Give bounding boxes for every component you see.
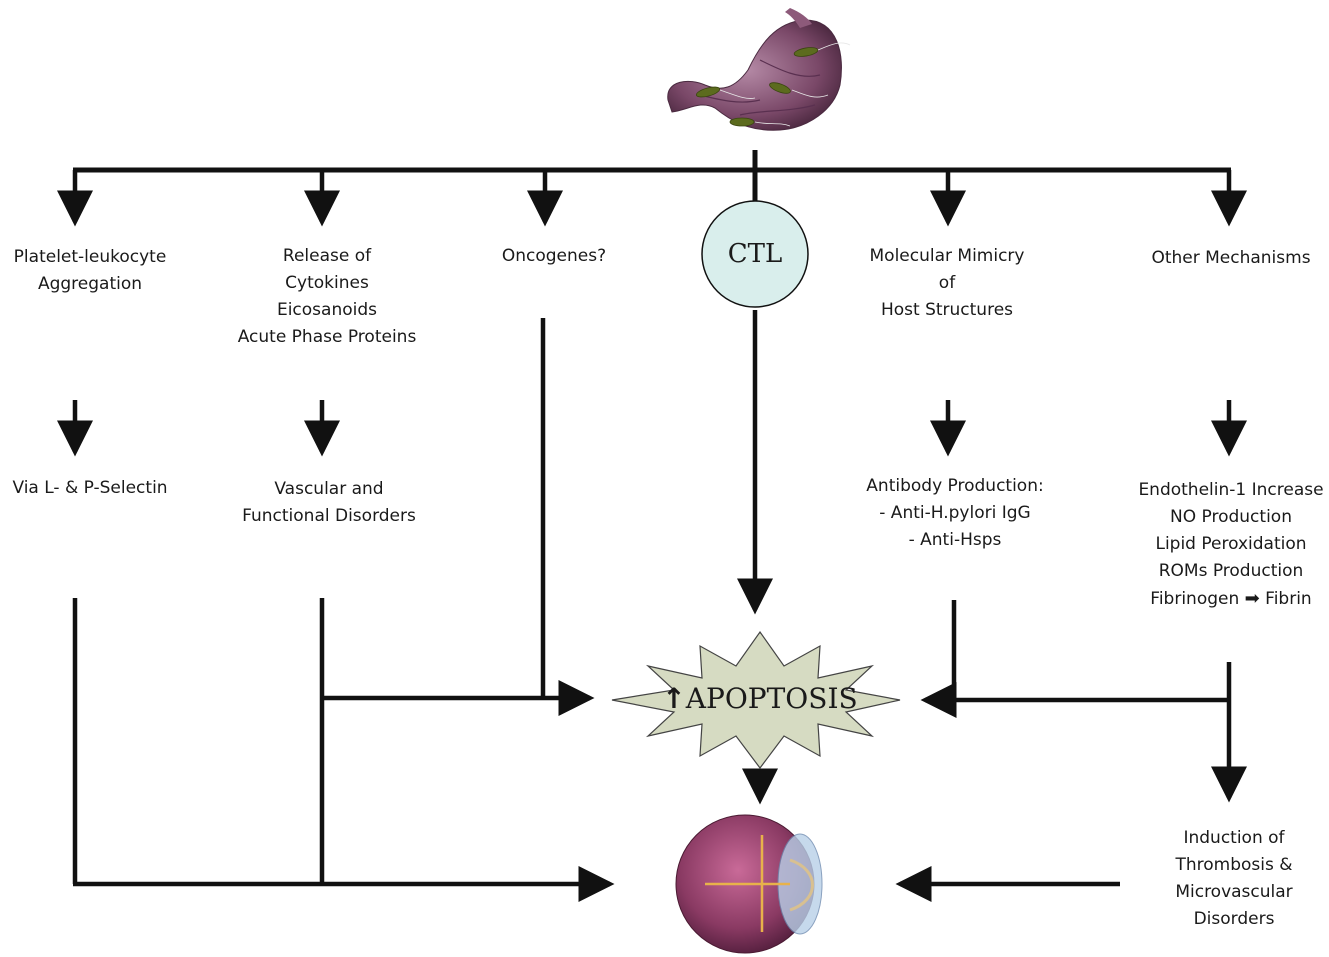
stomach-illustration-icon — [668, 8, 850, 130]
platelet-aggregation-label: Platelet-leukocyte Aggregation — [14, 244, 167, 298]
top-connector — [73, 150, 1231, 233]
ctl-label: CTL — [728, 238, 783, 270]
antibody-production-label: Antibody Production: - Anti-H.pylori IgG… — [866, 473, 1043, 554]
other-mechanisms-label: Other Mechanisms — [1151, 245, 1310, 272]
up-arrow-icon: ↑ — [662, 682, 685, 715]
eye-illustration-icon — [676, 815, 822, 953]
thrombosis-induction-label: Induction of Thrombosis & Microvascular … — [1175, 825, 1292, 933]
right-arrow-icon: ➡ — [1245, 588, 1260, 609]
molecular-mimicry-label: Molecular Mimicry of Host Structures — [870, 243, 1025, 324]
selectin-label: Via L- & P-Selectin — [12, 475, 167, 502]
mid-arrows — [75, 400, 1229, 452]
fibrinogen-fibrin-line: Fibrinogen ➡ Fibrin — [1138, 585, 1323, 613]
apoptosis-connectors — [73, 310, 1229, 884]
release-cytokines-label: Release of Cytokines Eicosanoids Acute P… — [238, 243, 417, 351]
oncogenes-label: Oncogenes? — [502, 243, 606, 270]
vascular-disorders-label: Vascular and Functional Disorders — [242, 476, 416, 530]
apoptosis-label: ↑APOPTOSIS — [662, 681, 857, 717]
top-branch-arrows — [75, 170, 1229, 222]
other-effects-label: Endothelin-1 Increase NO Production Lipi… — [1138, 477, 1323, 613]
